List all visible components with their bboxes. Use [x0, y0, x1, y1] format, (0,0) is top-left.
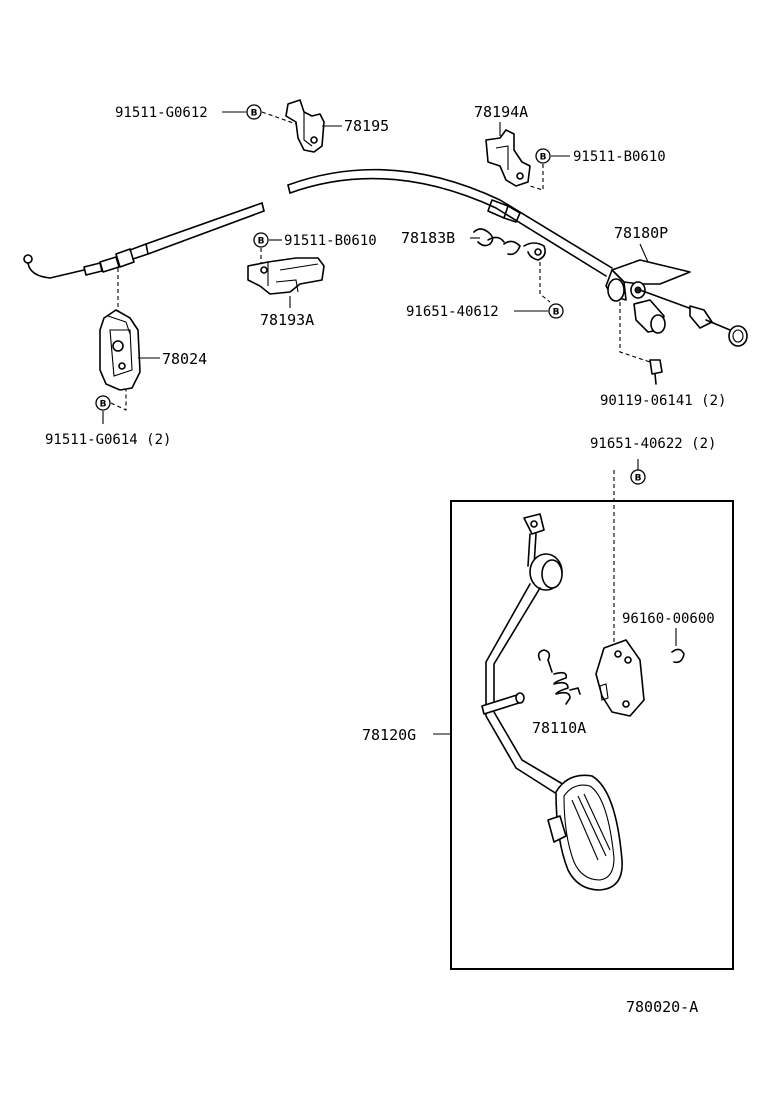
bolt-marker-91511-g0614: B — [95, 395, 111, 411]
bracket-78180p — [605, 259, 748, 347]
label-78183b: 78183B — [401, 229, 455, 247]
svg-text:B: B — [635, 474, 642, 484]
bolt-marker-91511-b0610-a: B — [535, 148, 551, 164]
label-91511-b0610-a: 91511-B0610 — [573, 149, 666, 165]
svg-text:B: B — [258, 237, 265, 247]
label-91651-40622: 91651-40622 (2) — [590, 436, 716, 452]
clamp-78193a — [247, 257, 325, 295]
label-90119-06141: 90119-06141 (2) — [600, 393, 726, 409]
bolt-marker-91651-40612: B — [548, 303, 564, 319]
svg-text:B: B — [100, 400, 107, 410]
label-78110a: 78110A — [532, 719, 586, 737]
bracket-78024 — [99, 309, 141, 391]
svg-text:B: B — [553, 308, 560, 318]
figure-reference: 780020-A — [626, 998, 698, 1016]
label-96160-00600: 96160-00600 — [622, 611, 715, 627]
label-78024: 78024 — [162, 350, 207, 368]
label-91511-g0612: 91511-G0612 — [115, 105, 208, 121]
label-91511-b0610-b: 91511-B0610 — [284, 233, 377, 249]
part-labels: 91511-G0612 78195 78194A 91511-B0610 915… — [45, 103, 726, 1016]
pedal-bracket-plate — [595, 639, 645, 717]
label-78194a: 78194A — [474, 103, 528, 121]
label-91511-g0614: 91511-G0614 (2) — [45, 432, 171, 448]
bracket-78195 — [285, 99, 325, 153]
label-78180p: 78180P — [614, 224, 668, 242]
bolt-marker-91651-40622: B — [630, 469, 646, 485]
bolt-marker-91511-g0612: B — [246, 104, 262, 120]
label-78193a: 78193A — [260, 311, 314, 329]
bracket-78194a — [485, 129, 531, 187]
clip-96160-00600 — [671, 648, 685, 664]
pedal-assembly-frame — [450, 500, 734, 970]
bolt-90119-06141 — [649, 359, 663, 385]
spring-78110a — [537, 649, 581, 705]
label-91651-40612: 91651-40612 — [406, 304, 499, 320]
svg-text:B: B — [251, 109, 258, 119]
accelerator-pedal-78120g — [481, 513, 623, 891]
clip-78183b — [473, 228, 546, 261]
svg-text:B: B — [540, 153, 547, 163]
label-78120g: 78120G — [362, 726, 416, 744]
label-78195: 78195 — [344, 117, 389, 135]
throttle-cable — [23, 168, 613, 279]
bolt-marker-91511-b0610-b: B — [253, 232, 269, 248]
